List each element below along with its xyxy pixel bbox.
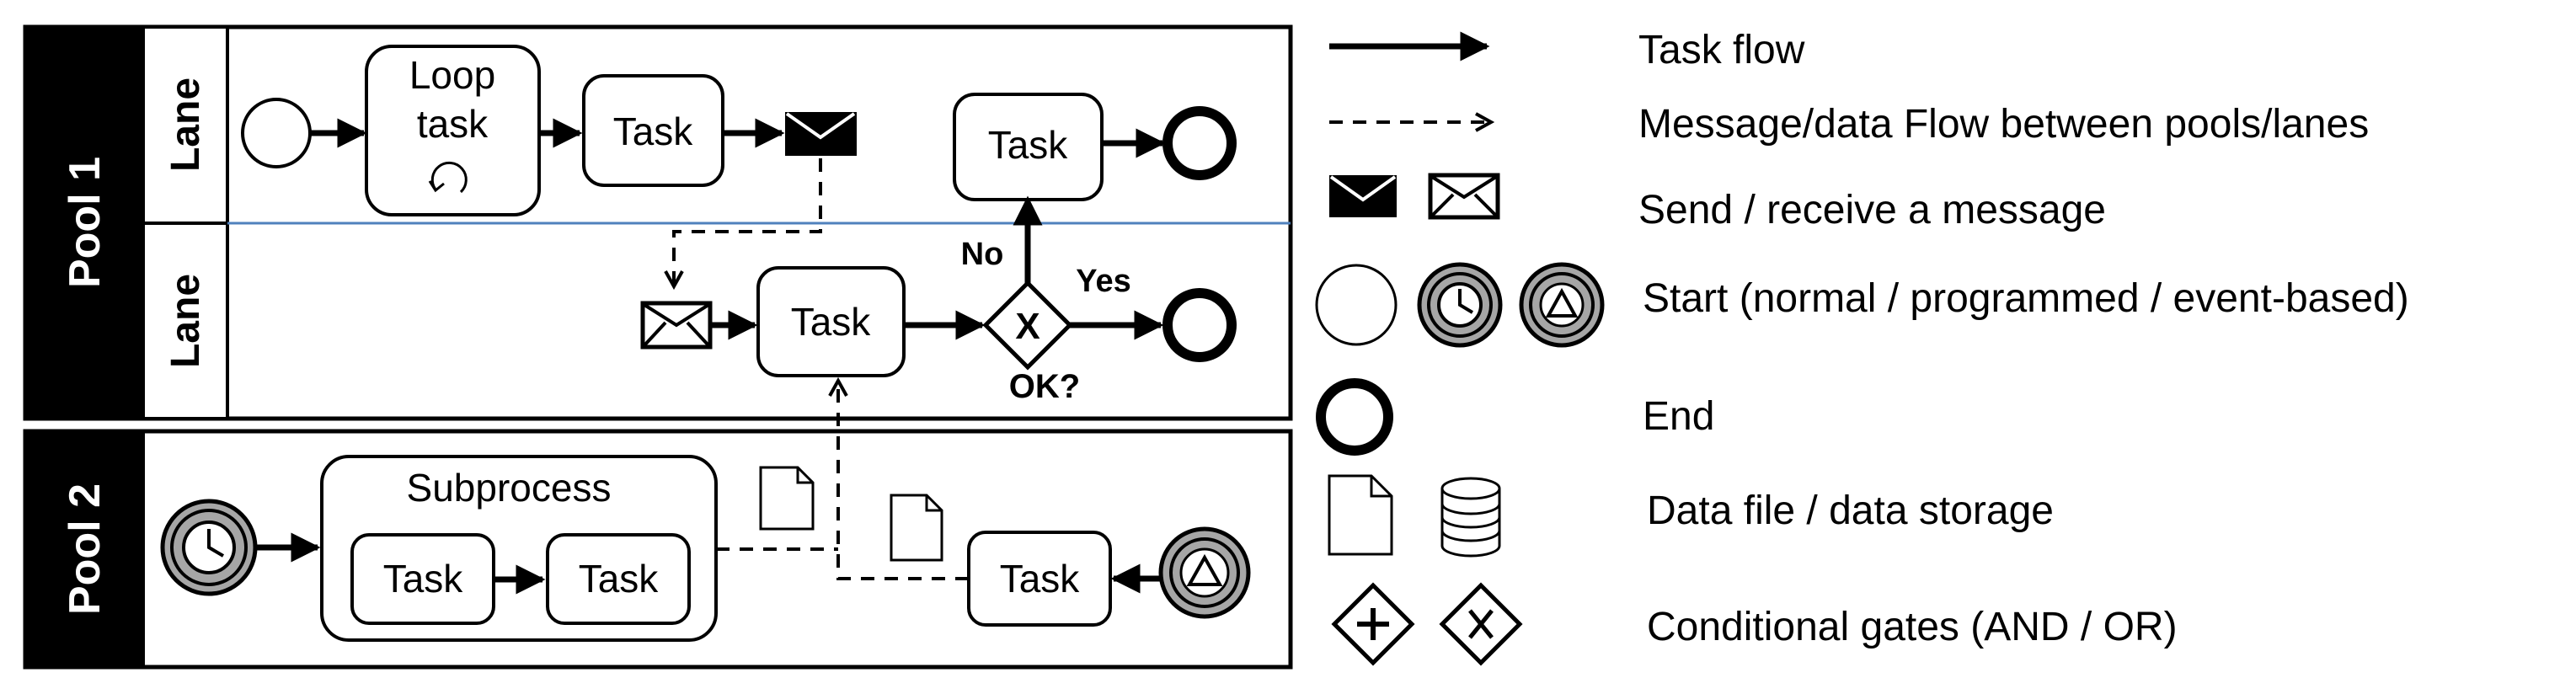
pool-2-label: Pool 2 <box>61 483 110 615</box>
legend-or-gateway-icon <box>1439 582 1523 666</box>
pool-1-label: Pool 1 <box>61 157 110 288</box>
legend-label-data: Data file / data storage <box>1647 488 2054 533</box>
legend-start-programmed-icon <box>1417 262 1503 348</box>
task-c-label: Task <box>988 123 1069 167</box>
start-event-normal <box>241 98 312 168</box>
task-c: Task <box>953 93 1104 201</box>
data-file-icon-2 <box>890 494 943 562</box>
task-d-label: Task <box>1000 557 1081 601</box>
subprocess-label: Subprocess <box>407 466 612 510</box>
loop-task-label-line1: Loop <box>409 53 495 97</box>
branch-no-label: No <box>961 237 1004 272</box>
sub-task-2 <box>546 533 691 625</box>
branch-yes-label: Yes <box>1076 264 1131 299</box>
gateway-symbol: X <box>1015 306 1039 347</box>
legend-receive-message-icon <box>1428 173 1500 220</box>
message-flow-send-to-receive <box>674 158 822 286</box>
pool-1: Pool 1 Lane Lane <box>23 24 1293 421</box>
legend: Task flow Message/data Flow between pool… <box>1315 28 2409 666</box>
legend-label-end: End <box>1643 394 1714 439</box>
task-a-label: Task <box>613 109 694 153</box>
task-b: Task <box>756 266 906 377</box>
loop-marker-icon <box>430 161 468 194</box>
legend-end-event-icon <box>1316 378 1393 456</box>
legend-label-start: Start (normal / programmed / event-based… <box>1643 276 2409 321</box>
send-message-icon <box>785 112 857 156</box>
sub-task-1-label: Task <box>383 557 464 601</box>
legend-start-event-based-icon <box>1519 262 1605 348</box>
lane-2-label: Lane <box>163 274 208 368</box>
legend-label-gates: Conditional gates (AND / OR) <box>1647 605 2178 649</box>
task-b-label: Task <box>791 300 872 344</box>
gateway-question-label: OK? <box>1009 368 1080 405</box>
triangle-icon <box>1186 553 1223 586</box>
start-event-event-based <box>1158 526 1251 619</box>
pool-1-header <box>25 27 143 419</box>
legend-data-storage-icon <box>1440 477 1501 558</box>
legend-label-task-flow: Task flow <box>1638 28 1805 72</box>
end-event-2 <box>1162 288 1237 362</box>
pool-2: Pool 2 <box>23 429 1293 670</box>
loop-task-label-line2: task <box>417 102 489 146</box>
subprocess: Subprocess Task Task <box>320 455 718 642</box>
legend-label-send-receive: Send / receive a message <box>1638 188 2106 232</box>
legend-send-message-icon <box>1329 175 1397 217</box>
exclusive-gateway: X <box>982 280 1073 371</box>
end-event-1 <box>1162 106 1237 180</box>
loop-task: Loop task <box>365 45 541 216</box>
lane-1-label: Lane <box>163 77 208 172</box>
task-a: Task <box>582 74 724 187</box>
start-event-programmed <box>160 499 258 596</box>
sub-task-2-label: Task <box>579 557 660 601</box>
legend-label-message-flow: Message/data Flow between pools/lanes <box>1638 102 2369 147</box>
legend-data-file-icon <box>1328 474 1393 556</box>
data-file-icon-1 <box>759 466 815 531</box>
message-flow-pool2-to-task-b <box>838 381 969 580</box>
pool-2-header <box>25 431 143 667</box>
receive-message-icon <box>640 301 713 350</box>
task-d: Task <box>967 531 1112 627</box>
legend-and-gateway-icon <box>1331 582 1415 666</box>
legend-start-normal-icon <box>1315 264 1398 346</box>
